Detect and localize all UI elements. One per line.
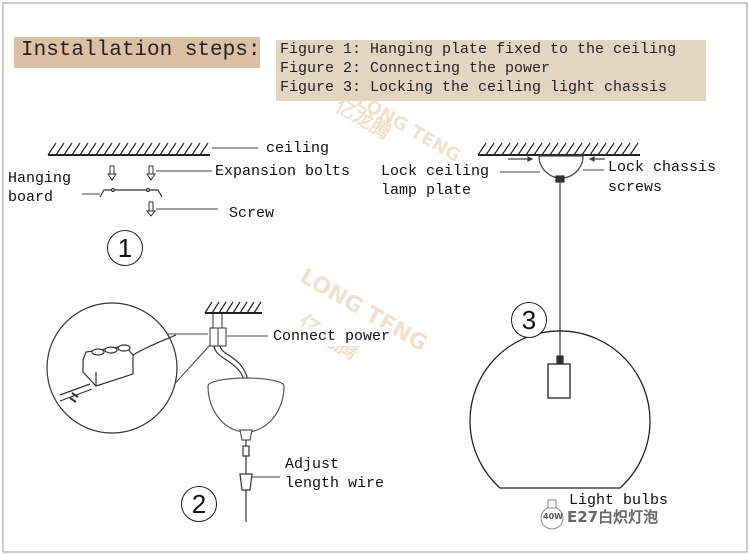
step1-screw: [145, 201, 218, 217]
step1-ceiling: [47, 142, 258, 156]
bulb-type-label: E27白炽灯泡: [567, 508, 659, 526]
lock-chassis-label-1: Lock chassis: [605, 158, 720, 177]
step3-cord: [555, 175, 565, 365]
lock-plate-label-2: lamp plate: [378, 181, 475, 200]
page-title: Installation steps:: [21, 39, 261, 62]
ceiling-label: ceiling: [263, 139, 333, 158]
adjust-wire-label-2: length wire: [282, 474, 388, 493]
adjust-wire-label-1: Adjust: [282, 455, 343, 474]
step2-canopy: [207, 377, 285, 441]
step-1-number: 1: [107, 230, 143, 266]
lock-chassis-label-2: screws: [605, 178, 666, 197]
connect-power-label: Connect power: [270, 327, 394, 346]
step2-terminal-block: [209, 314, 268, 347]
screw-label: Screw: [226, 204, 278, 223]
figure-caption-1: Figure 1: Hanging plate fixed to the cei…: [280, 41, 677, 58]
figure-caption-2: Figure 2: Connecting the power: [280, 60, 551, 77]
figure-legend: Figure 1: Hanging plate fixed to the cei…: [276, 40, 706, 101]
figure-caption-3: Figure 3: Locking the ceiling light chas…: [280, 79, 668, 96]
expansion-bolts-label: Expansion bolts: [212, 162, 354, 181]
step3-shade: [469, 330, 651, 489]
step2-ceiling: [204, 301, 262, 314]
bulb-watt-label: 40W: [543, 512, 563, 521]
step1-hanging-board: [82, 187, 163, 198]
step-3-number: 3: [511, 302, 547, 338]
hanging-board-label-2: board: [5, 188, 57, 207]
step3-canopy: [500, 155, 612, 179]
step3-ceiling: [477, 142, 640, 156]
step2-adjust-wire: [239, 440, 280, 522]
lock-plate-label-1: Lock ceiling: [378, 162, 493, 181]
step2-magnifier: [46, 302, 211, 434]
hanging-board-label-1: Hanging: [5, 169, 75, 188]
title-banner: Installation steps:: [14, 37, 260, 68]
light-bulbs-label: Light bulbs: [566, 491, 672, 510]
step-2-number: 2: [181, 486, 217, 522]
step1-expansion-bolts: [107, 165, 212, 181]
bulb-icon: [540, 499, 564, 530]
